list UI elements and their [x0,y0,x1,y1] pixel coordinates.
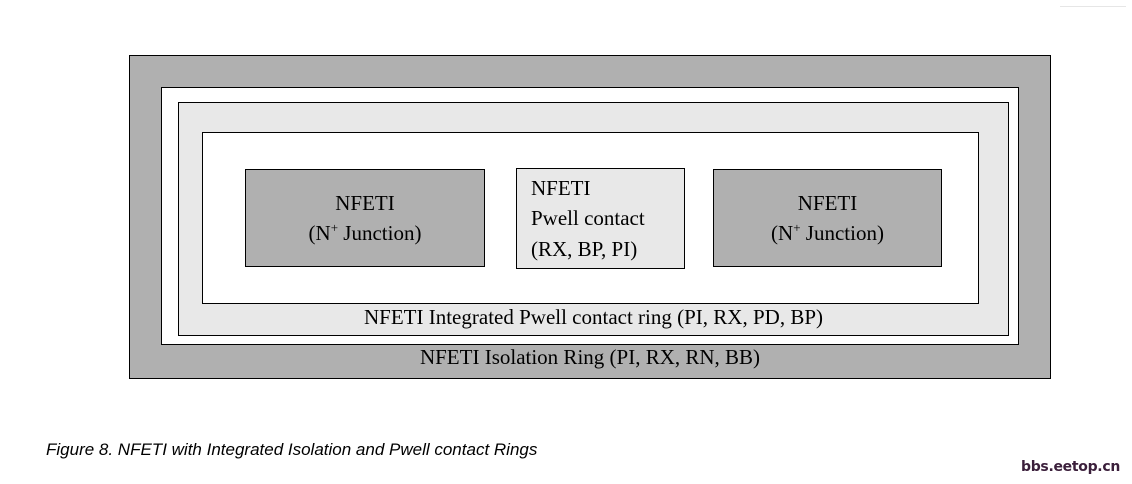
junction-right-line2: (N+ Junction) [771,218,884,248]
nfeti-n-junction-right-block: NFETI (N+ Junction) [713,169,942,267]
pwell-contact-line1: NFETI [531,175,591,200]
junction-right-line2-suffix: Junction) [800,221,884,245]
nfeti-n-junction-left-block: NFETI (N+ Junction) [245,169,485,267]
site-watermark: bbs.eetop.cn [1020,459,1120,475]
junction-left-line2-prefix: (N [308,221,331,245]
pwell-contact-line2: Pwell contact [531,206,645,231]
junction-left-line1: NFETI [335,190,395,215]
pwell-ring-label: NFETI Integrated Pwell contact ring (PI,… [363,305,824,329]
junction-left-line2: (N+ Junction) [309,218,422,248]
nfeti-isolation-ring: NFETI Isolation Ring (PI, RX, RN, BB) NF… [129,55,1051,379]
junction-right-superscript-plus: + [793,220,801,235]
isolation-ring-label: NFETI Isolation Ring (PI, RX, RN, BB) [419,345,761,369]
figure-caption: Figure 8. NFETI with Integrated Isolatio… [46,440,538,459]
junction-right-line2-prefix: (N [771,221,794,245]
nfeti-pwell-contact-block: NFETI Pwell contact (RX, BP, PI) [516,168,685,269]
isolation-ring-inner-gap: NFETI Integrated Pwell contact ring (PI,… [161,87,1019,345]
nfeti-pwell-contact-ring: NFETI Integrated Pwell contact ring (PI,… [178,102,1009,336]
junction-right-line1: NFETI [797,190,858,215]
nfeti-active-area: NFETI (N+ Junction) NFETI Pwell contact … [202,132,979,304]
page-top-rule [1060,6,1126,7]
pwell-contact-line3: (RX, BP, PI) [531,236,638,261]
junction-left-line2-suffix: Junction) [338,221,422,245]
junction-left-superscript-plus: + [330,220,339,235]
